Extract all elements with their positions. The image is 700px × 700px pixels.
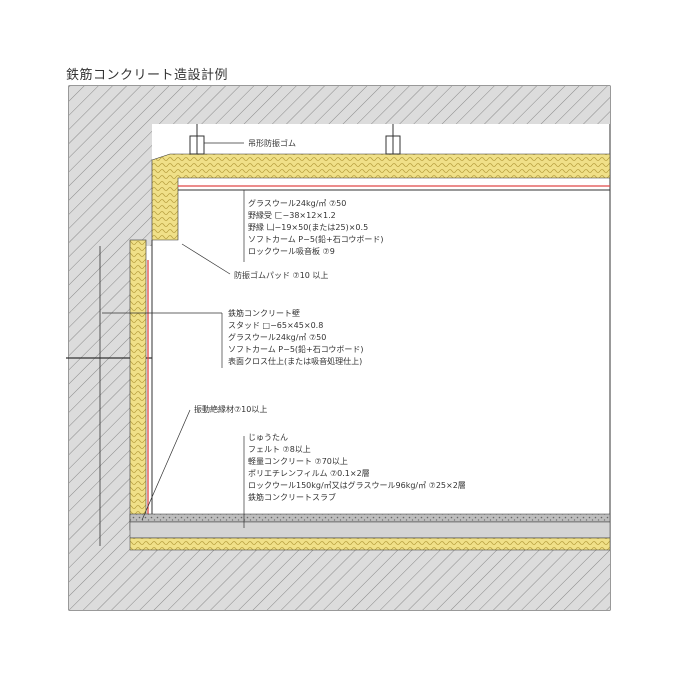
concrete-left-strip xyxy=(69,246,100,546)
label-hanger: 吊形防振ゴム xyxy=(248,138,296,148)
label-ceiling-1: 野縁受 匚−38×12×1.2 xyxy=(248,210,336,220)
label-pad: 防振ゴムパッド ⑦10 以上 xyxy=(234,270,328,280)
concrete-floor-slab xyxy=(69,546,610,610)
label-ceiling-0: グラスウール24kg/㎥ ⑦50 xyxy=(248,198,346,208)
label-floor-1: フェルト ⑦8以上 xyxy=(248,445,311,454)
floor-concrete xyxy=(129,521,611,539)
floor-carpet xyxy=(129,513,611,523)
concrete-top-slab xyxy=(69,86,610,124)
concrete-column-step xyxy=(69,210,152,246)
hanger-left xyxy=(189,124,205,155)
label-ceiling-3: ソフトカーム P−5(鉛+石コウボード) xyxy=(248,234,384,244)
label-ceiling-2: 野縁 凵−19×50(または25)×0.5 xyxy=(248,222,368,232)
concrete-wall xyxy=(100,236,130,586)
leader-lines xyxy=(102,142,245,528)
label-wall-4: 表面クロス仕上(または吸音処理仕上) xyxy=(228,356,362,366)
hanger-right xyxy=(385,124,401,155)
label-floor-3: ポリエチレンフィルム ⑦0.1×2層 xyxy=(248,469,370,478)
label-ceiling-4: ロックウール吸音板 ⑦9 xyxy=(248,246,335,256)
ceiling-insulation xyxy=(151,153,611,241)
page-title: 鉄筋コンクリート造設計例 xyxy=(66,68,229,83)
label-wall-3: ソフトカーム P−5(鉛+石コウボード) xyxy=(228,344,364,354)
label-floor-5: 鉄筋コンクリートスラブ xyxy=(248,492,336,502)
label-floor-4: ロックウール150kg/㎥又はグラスウール96kg/㎥ ⑦25×2層 xyxy=(248,480,466,490)
label-floor-2: 軽量コンクリート ⑦70以上 xyxy=(248,457,348,466)
floor-insulation xyxy=(129,537,611,551)
label-isolation: 振動絶縁材⑦10以上 xyxy=(194,404,267,414)
label-wall-0: 鉄筋コンクリート壁 xyxy=(228,308,300,318)
label-floor-0: じゅうたん xyxy=(248,433,288,442)
label-wall-2: グラスウール24kg/㎥ ⑦50 xyxy=(228,332,326,342)
label-wall-1: スタッド □−65×45×0.8 xyxy=(228,321,323,330)
wall-insulation xyxy=(129,239,147,531)
